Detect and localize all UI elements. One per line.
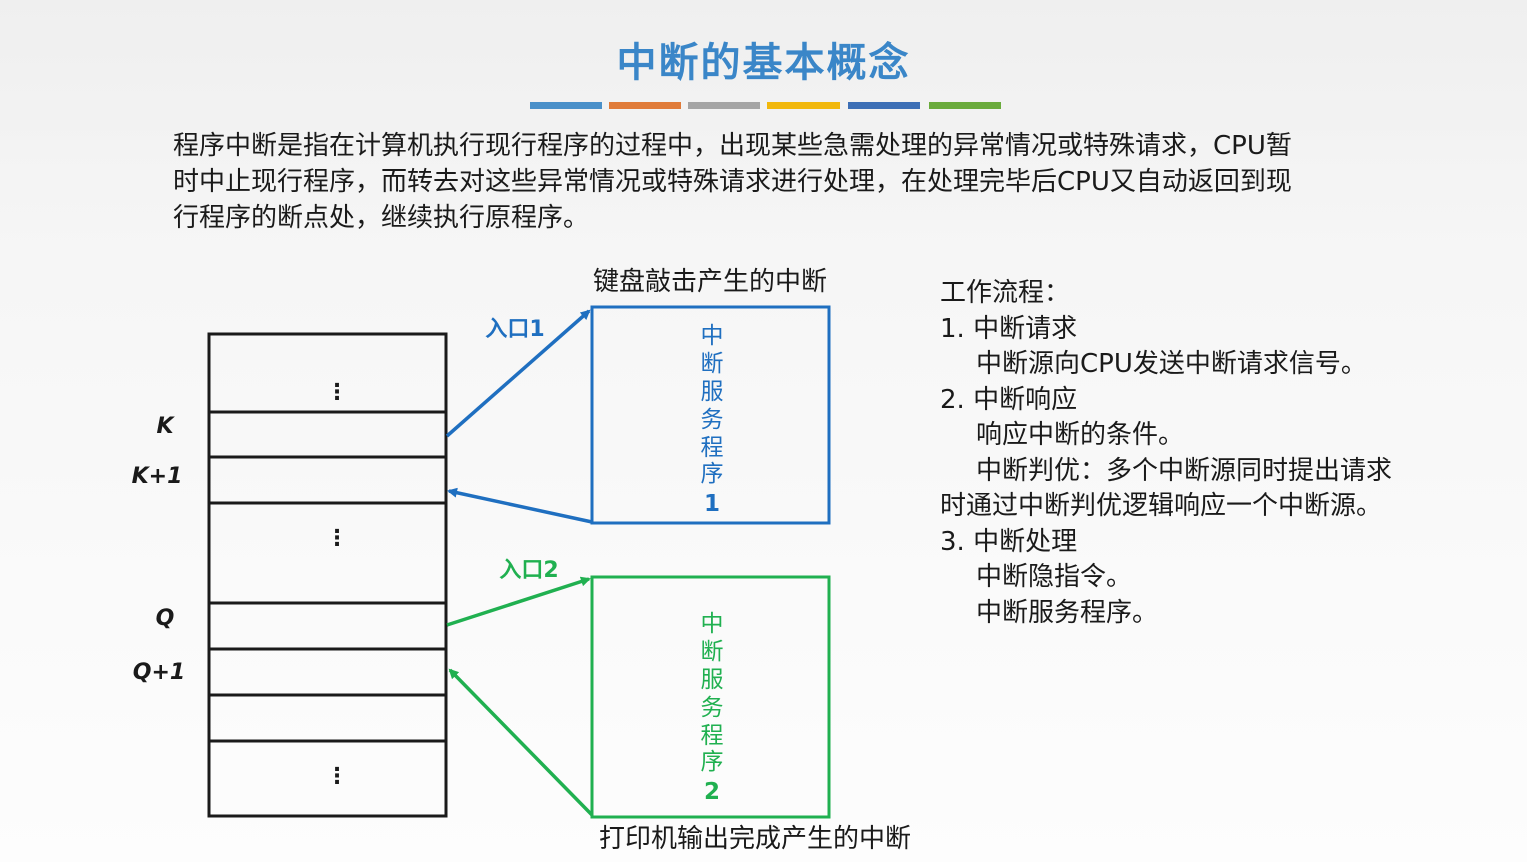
workflow-step-3-line-1: 中断隐指令。 bbox=[976, 562, 1133, 592]
entry-1-arrow bbox=[445, 309, 591, 438]
isr-2-label: 中 断 服 务 程 序 2 bbox=[701, 611, 724, 805]
color-segment-darkblue bbox=[848, 102, 920, 109]
entry-1-label: 入口1 bbox=[485, 317, 544, 342]
isr-2-char: 务 bbox=[701, 695, 724, 721]
isr-2-char: 中 bbox=[701, 611, 724, 637]
intro-line-3: 行程序的断点处，继续执行原程序。 bbox=[173, 203, 590, 233]
color-segment-green bbox=[929, 102, 1001, 109]
workflow-panel: 工作流程： 1. 中断请求 中断源向CPU发送中断请求信号。 2. 中断响应 响… bbox=[940, 276, 1500, 631]
return-2-arrow bbox=[448, 668, 594, 817]
isr-2-char: 服 bbox=[701, 667, 724, 693]
isr-2-number: 2 bbox=[704, 779, 720, 805]
row-label-k: K bbox=[156, 414, 175, 439]
isr-2-char: 程 bbox=[701, 723, 724, 749]
workflow-step-1-title: 1. 中断请求 bbox=[940, 313, 1078, 344]
color-segment-gray bbox=[688, 102, 760, 109]
bottom-caption: 打印机输出完成产生的中断 bbox=[599, 824, 911, 854]
color-segment-orange bbox=[609, 102, 681, 109]
isr-2-char: 断 bbox=[701, 639, 724, 665]
isr-1-char: 序 bbox=[701, 461, 724, 487]
intro-line-1: 程序中断是指在计算机执行现行程序的过程中，出现某些急需处理的异常情况或特殊请求，… bbox=[173, 131, 1292, 161]
intro-line-2: 时中止现行程序，而转去对这些异常情况或特殊请求进行处理，在处理完毕后CPU又自动… bbox=[173, 167, 1292, 197]
color-segment-yellow bbox=[767, 102, 840, 109]
isr-1-char: 程 bbox=[701, 435, 724, 461]
row-label-q: Q bbox=[156, 606, 175, 631]
isr-1-number: 1 bbox=[704, 491, 720, 517]
workflow-step-3-line-2: 中断服务程序。 bbox=[976, 597, 1159, 628]
top-caption: 键盘敲击产生的中断 bbox=[593, 267, 827, 297]
memory-ellipsis-middle: ⋮ bbox=[326, 526, 348, 551]
isr-1-char: 中 bbox=[701, 323, 724, 349]
workflow-heading: 工作流程： bbox=[940, 278, 1071, 308]
return-1-arrow bbox=[447, 487, 593, 524]
memory-ellipsis-top: ⋮ bbox=[326, 380, 348, 405]
workflow-step-1-line-1: 中断源向CPU发送中断请求信号。 bbox=[976, 349, 1367, 379]
isr-1-char: 务 bbox=[701, 407, 724, 433]
isr-1-char: 断 bbox=[701, 351, 724, 377]
isr-2-box bbox=[590, 575, 831, 819]
workflow-step-3-title: 3. 中断处理 bbox=[940, 526, 1078, 557]
workflow-step-2-line-1: 响应中断的条件。 bbox=[976, 420, 1185, 450]
memory-column bbox=[207, 332, 448, 818]
isr-1-box bbox=[590, 305, 831, 525]
row-label-k-plus-1: K+1 bbox=[132, 464, 183, 489]
isr-1-char: 服 bbox=[701, 379, 724, 405]
intro-paragraph: 程序中断是指在计算机执行现行程序的过程中，出现某些急需处理的异常情况或特殊请求，… bbox=[173, 128, 1443, 236]
color-segment-blue bbox=[530, 102, 602, 109]
row-label-q-plus-1: Q+1 bbox=[133, 660, 185, 685]
workflow-step-2-line-2: 中断判优：多个中断源同时提出请求 bbox=[976, 455, 1393, 486]
isr-1-label: 中 断 服 务 程 序 1 bbox=[701, 323, 724, 517]
entry-2-label: 入口2 bbox=[499, 558, 558, 583]
page-title: 中断的基本概念 bbox=[616, 40, 911, 86]
entry-2-arrow bbox=[446, 576, 591, 627]
isr-2-char: 序 bbox=[701, 749, 724, 775]
memory-ellipsis-bottom: ⋮ bbox=[326, 764, 348, 789]
workflow-step-2-title: 2. 中断响应 bbox=[940, 384, 1078, 415]
workflow-step-2-line-3: 时通过中断判优逻辑响应一个中断源。 bbox=[940, 491, 1383, 521]
